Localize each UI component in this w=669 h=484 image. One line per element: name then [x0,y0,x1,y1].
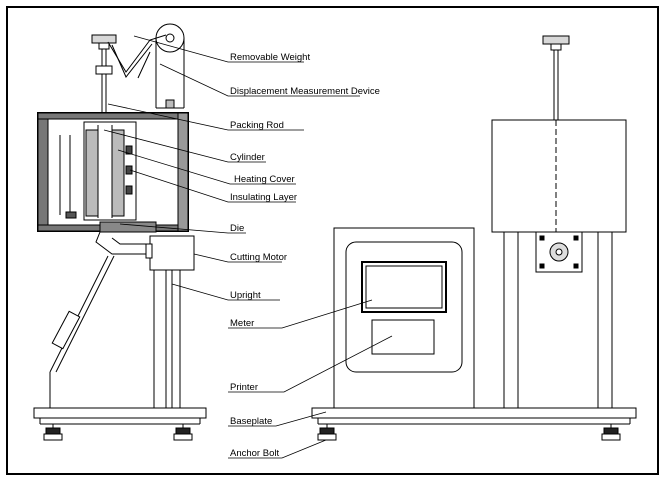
die-assembly [49,221,157,373]
drawing-frame [6,6,659,475]
upright-left [49,270,181,410]
cylinder-housing [37,112,189,232]
label-cutting-motor: Cutting Motor [230,252,287,263]
control-cabinet [333,227,475,409]
label-die: Die [230,223,244,234]
label-heating-cover: Heating Cover [234,174,295,185]
displacement-device [107,23,185,109]
label-cylinder: Cylinder [230,152,265,163]
cutting-motor [145,235,195,271]
label-meter: Meter [230,318,254,329]
right-weight [542,35,570,120]
label-insulating-layer: Insulating Layer [230,192,297,203]
removable-weight [91,34,117,50]
right-columns [503,231,613,408]
baseplate-left [33,407,207,441]
leader-lines [103,35,393,459]
label-packing-rod: Packing Rod [230,120,284,131]
label-displacement-device: Displacement Measurement Device [230,86,380,97]
label-printer: Printer [230,382,258,393]
baseplate-right [311,407,637,441]
label-baseplate: Baseplate [230,416,272,427]
label-upright: Upright [230,290,261,301]
label-anchor-bolt: Anchor Bolt [230,448,279,459]
right-furnace [491,119,627,233]
label-removable-weight: Removable Weight [230,52,310,63]
